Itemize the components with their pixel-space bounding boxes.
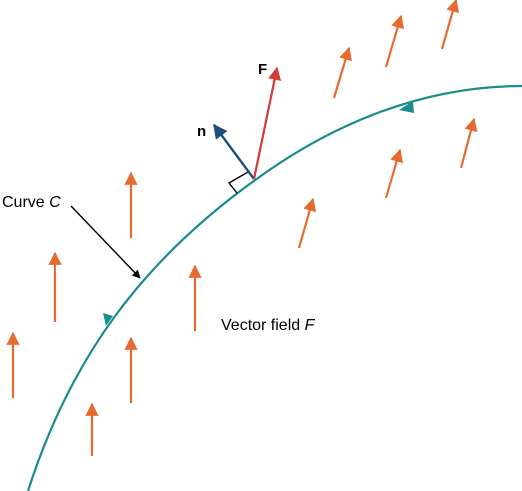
force-vector	[252, 66, 282, 180]
curve-direction-arrowhead	[399, 101, 414, 113]
field-arrow	[297, 197, 317, 249]
normal-vector	[213, 123, 255, 180]
curve-label: Curve C	[2, 194, 61, 211]
vector-field-label-name: F	[305, 317, 316, 334]
field-arrows-tilted	[297, 0, 478, 249]
normal-label: n	[197, 123, 206, 140]
force-label: F	[258, 61, 267, 78]
vector-field-label: Vector field F	[221, 317, 316, 334]
curve-c	[26, 84, 522, 491]
field-arrows-vertical	[6, 171, 202, 456]
field-arrow	[459, 117, 478, 169]
field-arrow	[384, 148, 404, 199]
field-arrow	[384, 14, 404, 68]
curve-label-prefix: Curve	[2, 194, 49, 211]
right-angle-marker	[227, 171, 249, 194]
curve-direction-arrowhead	[103, 313, 113, 326]
field-arrow	[440, 0, 460, 50]
curve-pointer	[70, 205, 141, 279]
field-arrow	[332, 46, 352, 99]
vector-field-label-prefix: Vector field	[221, 317, 305, 334]
curve-label-name: C	[49, 194, 61, 211]
